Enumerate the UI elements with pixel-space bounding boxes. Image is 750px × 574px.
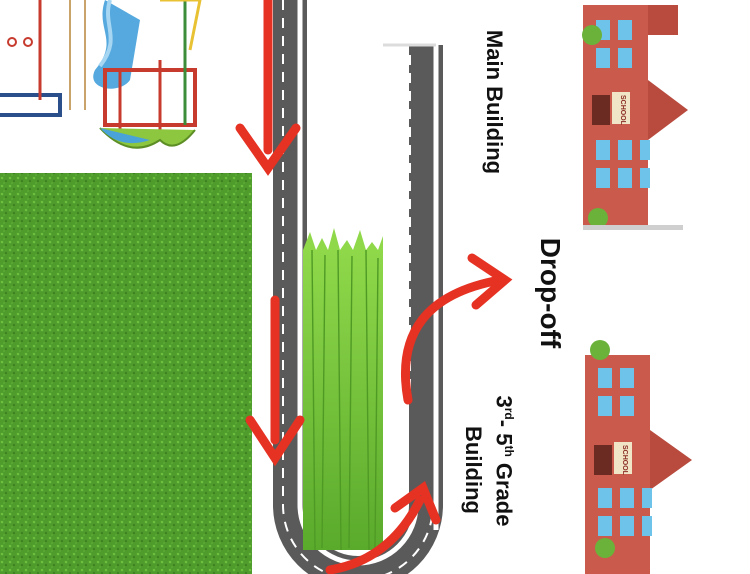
playground-icon [0,0,250,172]
school-sign-top: SCHOOL [619,95,626,126]
tall-grass [303,228,383,551]
school-sign-bottom: SCHOOL [621,445,628,476]
red-arrow-icon [235,0,513,574]
school-building-icon [582,5,692,574]
drop-off-label: Drop-off [535,237,566,349]
grass-field [0,173,252,574]
grade-building-label-line2: Building [461,426,486,514]
grade-building-label-line1: 3rd- 5th Grade [491,395,517,527]
main-building-label: Main Building [482,29,507,175]
